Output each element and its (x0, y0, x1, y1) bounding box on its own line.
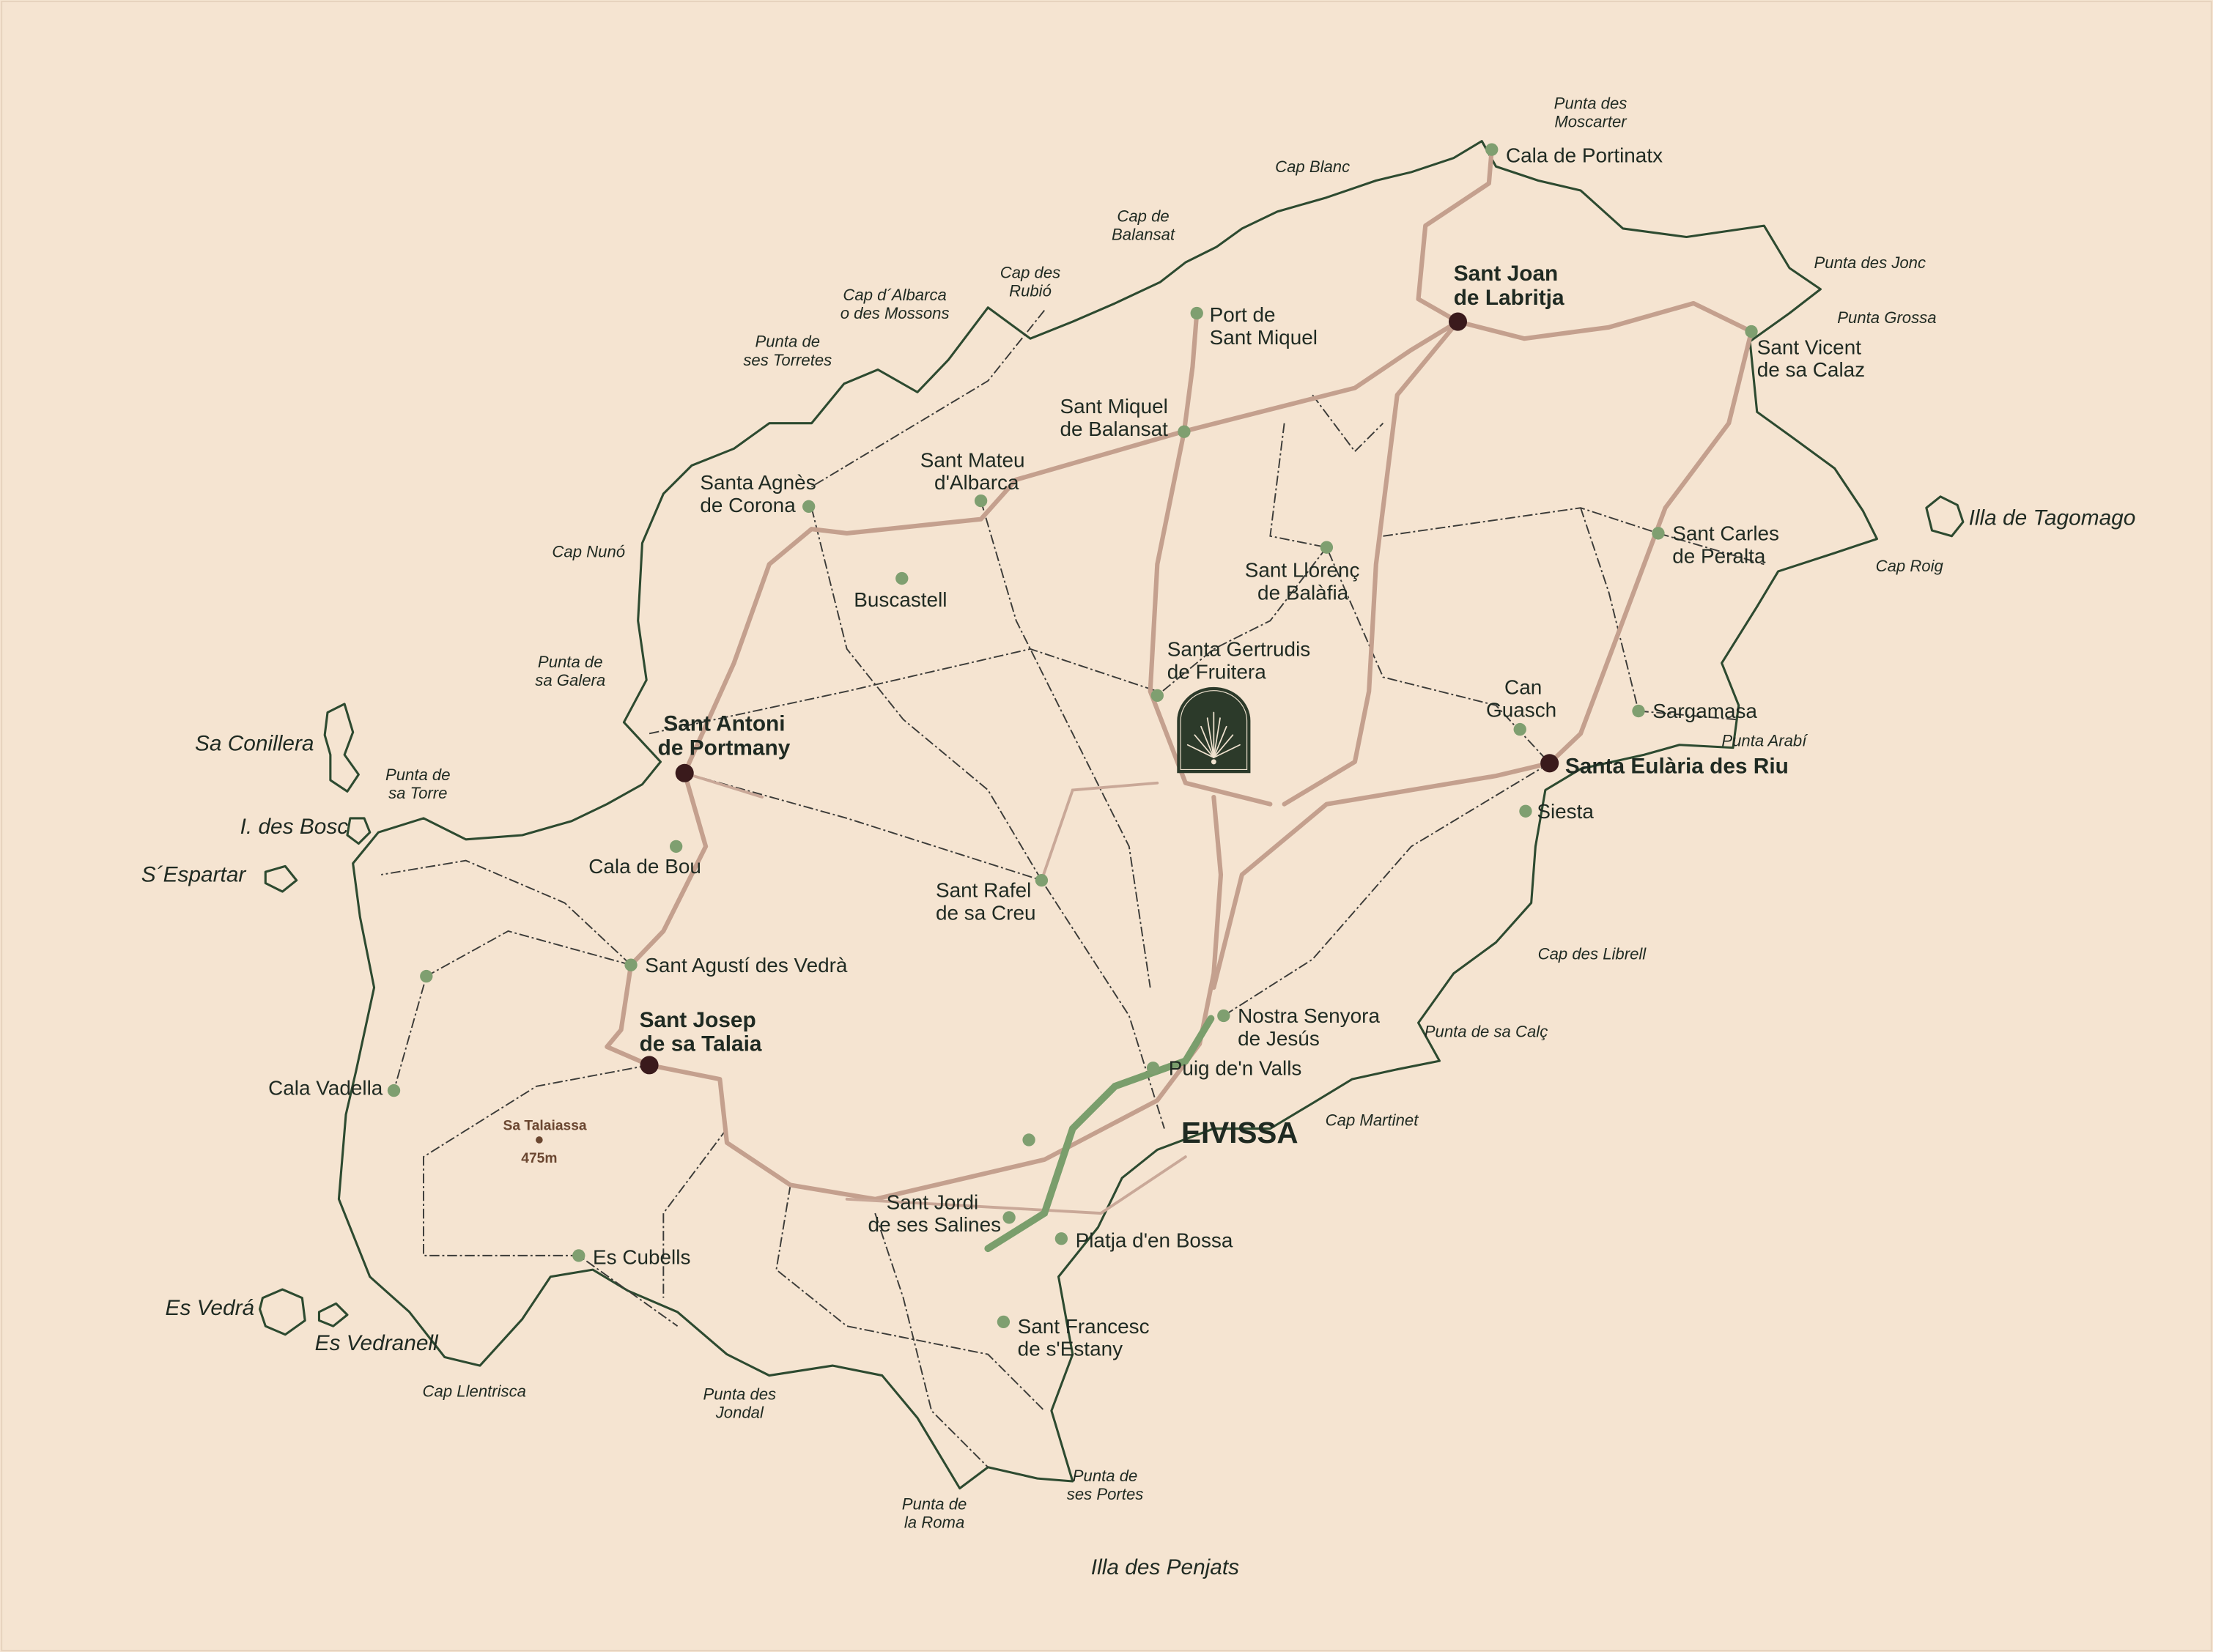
svg-text:Cala de Portinatx: Cala de Portinatx (1506, 144, 1663, 166)
svg-text:Cap des Librell: Cap des Librell (1538, 944, 1647, 963)
capital-label: EIVISSA (1181, 1116, 1298, 1149)
svg-text:I. des Bosc: I. des Bosc (240, 815, 349, 839)
svg-text:Cap Nunó: Cap Nunó (552, 543, 625, 561)
svg-text:Cala Vadella: Cala Vadella (268, 1076, 383, 1099)
svg-text:Punta des Jonc: Punta des Jonc (1814, 253, 1926, 272)
coastline-bosc (346, 817, 372, 845)
secondary-tracks (381, 310, 1765, 1468)
svg-text:Buscastell: Buscastell (854, 588, 947, 611)
svg-text:Es Vedrá: Es Vedrá (166, 1296, 255, 1320)
coastline-es-vedra (259, 1288, 306, 1336)
svg-text:S´Espartar: S´Espartar (141, 863, 247, 887)
svg-text:Es Cubells: Es Cubells (593, 1245, 690, 1268)
svg-text:Cap Roig: Cap Roig (1876, 557, 1944, 575)
svg-text:Sa Conillera: Sa Conillera (195, 731, 314, 755)
svg-text:Punta Grossa: Punta Grossa (1837, 308, 1936, 327)
svg-text:Cala de Bou: Cala de Bou (588, 855, 701, 878)
island-labels: Illa de Tagomago Sa Conillera I. des Bos… (141, 505, 2136, 1579)
svg-text:475m: 475m (521, 1151, 557, 1166)
village-dots (387, 143, 1758, 1329)
svg-text:Puig de'n Valls: Puig de'n Valls (1169, 1056, 1302, 1079)
coastline-main-island (337, 140, 1878, 1490)
svg-text:Sa Talaiassa: Sa Talaiassa (503, 1118, 586, 1133)
peak-marker: Sa Talaiassa 475m (503, 1118, 586, 1166)
svg-text:Platja d'en Bossa: Platja d'en Bossa (1076, 1229, 1233, 1251)
svg-text:Cap Llentrisca: Cap Llentrisca (423, 1382, 526, 1400)
coastline-tagomago (1925, 495, 1965, 538)
svg-text:Siesta: Siesta (1537, 800, 1594, 823)
coastline-sa-conillera (323, 703, 360, 793)
svg-text:Punta de sa Calç: Punta de sa Calç (1425, 1022, 1548, 1040)
svg-text:Sargamasa: Sargamasa (1652, 700, 1757, 722)
svg-text:Illa de Tagomago: Illa de Tagomago (1969, 505, 2136, 530)
svg-text:Cap Blanc: Cap Blanc (1275, 158, 1350, 176)
main-town-dots (640, 312, 1559, 1075)
svg-text:Cap Martinet: Cap Martinet (1326, 1111, 1419, 1130)
svg-text:Es Vedranell: Es Vedranell (315, 1331, 439, 1355)
town-label: Santa Eulària des Riu (1565, 754, 1789, 778)
coastline-es-vedranell (317, 1302, 349, 1327)
palm-fan-arch-logo (1177, 686, 1251, 774)
coastline-espartar (264, 864, 298, 893)
airport-road-green (984, 1015, 1215, 1253)
main-roads (605, 147, 1754, 1215)
svg-text:Punta Arabí: Punta Arabí (1721, 732, 1808, 750)
svg-text:Sant Agustí des Vedrà: Sant Agustí des Vedrà (645, 954, 848, 977)
svg-text:Illa des Penjats: Illa des Penjats (1091, 1555, 1239, 1579)
